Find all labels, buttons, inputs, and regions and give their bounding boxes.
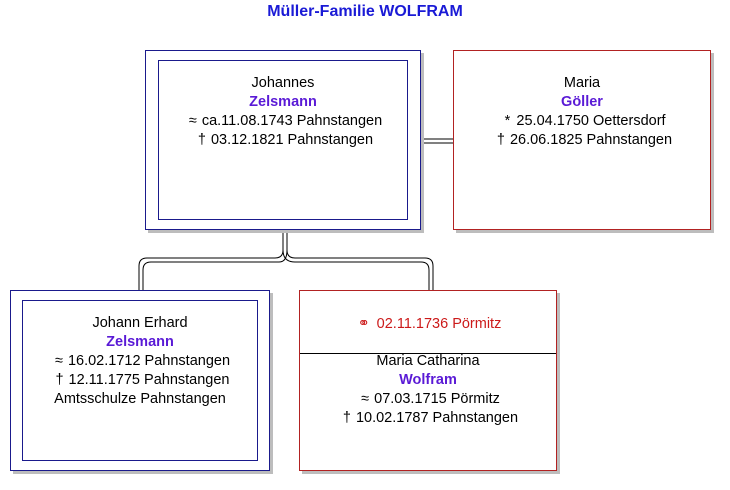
person-card-johann-erhard[interactable]: Johann Erhard Zelsmann ≈16.02.1712 Pahns…	[10, 290, 270, 471]
baptism-icon: ≈	[188, 113, 197, 129]
death-row: †10.02.1787 Pahnstangen	[300, 409, 556, 428]
death-icon: †	[197, 132, 206, 148]
marriage-text: 02.11.1736 Pörmitz	[376, 316, 502, 332]
marriage-row: ⚭ 02.11.1736 Pörmitz	[300, 315, 556, 334]
card-inner-frame	[22, 300, 258, 461]
death-icon: †	[55, 372, 64, 388]
given-name: Johannes	[251, 75, 315, 91]
person-card-maria-catharina[interactable]: ⚭ 02.11.1736 Pörmitz Maria Catharina Wol…	[299, 290, 557, 471]
death-row: †03.12.1821 Pahnstangen	[146, 131, 420, 150]
baptism-text: 16.02.1712 Pahnstangen	[67, 353, 231, 369]
person-card-maria[interactable]: Maria Göller * 25.04.1750 Oettersdorf †26…	[453, 50, 711, 230]
person-details: Johann Erhard Zelsmann ≈16.02.1712 Pahns…	[11, 314, 269, 409]
person-details: Maria Göller * 25.04.1750 Oettersdorf †26…	[454, 74, 710, 150]
death-row: †12.11.1775 Pahnstangen	[11, 371, 269, 390]
person-details: Maria Catharina Wolfram ≈07.03.1715 Pörm…	[300, 352, 556, 428]
birth-text: 25.04.1750 Oettersdorf	[516, 113, 666, 129]
baptism-text: 07.03.1715 Pörmitz	[374, 391, 500, 407]
baptism-icon: ≈	[361, 391, 370, 407]
death-text: 10.02.1787 Pahnstangen	[355, 410, 519, 426]
death-icon: †	[342, 410, 351, 426]
person-details: Johannes Zelsmann ≈ca.11.08.1743 Pahnsta…	[146, 74, 420, 150]
divider	[300, 353, 556, 354]
given-name: Maria Catharina	[376, 353, 480, 369]
death-text: 12.11.1775 Pahnstangen	[68, 372, 230, 388]
person-card-johannes[interactable]: Johannes Zelsmann ≈ca.11.08.1743 Pahnsta…	[145, 50, 421, 230]
death-row: †26.06.1825 Pahnstangen	[454, 131, 710, 150]
occupation: Amtsschulze Pahnstangen	[54, 391, 226, 407]
surname: Göller	[561, 94, 603, 110]
baptism-icon: ≈	[54, 353, 63, 369]
death-text: 03.12.1821 Pahnstangen	[210, 132, 374, 148]
given-name: Johann Erhard	[92, 315, 188, 331]
baptism-row: ≈07.03.1715 Pörmitz	[300, 390, 556, 409]
page-title: Müller-Familie WOLFRAM	[267, 3, 463, 20]
death-text: 26.06.1825 Pahnstangen	[509, 132, 673, 148]
card-inner-frame	[158, 60, 408, 220]
death-icon: †	[496, 132, 505, 148]
birth-icon: *	[504, 113, 511, 129]
surname: Wolfram	[399, 372, 457, 388]
surname: Zelsmann	[106, 334, 174, 350]
baptism-text: ca.11.08.1743 Pahnstangen	[201, 113, 383, 129]
birth-row: * 25.04.1750 Oettersdorf	[454, 112, 710, 131]
given-name: Maria	[563, 75, 601, 91]
surname: Zelsmann	[249, 94, 317, 110]
baptism-row: ≈16.02.1712 Pahnstangen	[11, 352, 269, 371]
marriage-rings-icon: ⚭	[357, 316, 370, 332]
baptism-row: ≈ca.11.08.1743 Pahnstangen	[146, 112, 420, 131]
